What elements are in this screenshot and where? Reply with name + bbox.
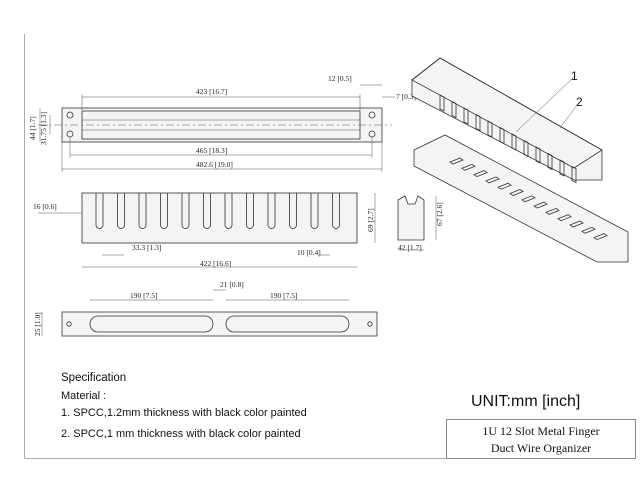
spec-item-1: 1. SPCC,1.2mm thickness with black color… — [61, 407, 307, 419]
iso-slots — [449, 157, 608, 241]
iso-slot — [485, 176, 500, 184]
finger-duct-top — [411, 57, 603, 169]
iso-slot — [533, 201, 548, 209]
dim-front-height: 69 [2.7] — [366, 208, 375, 232]
unit-label: UNIT:mm [inch] — [471, 393, 581, 410]
side-profile — [397, 195, 425, 241]
finger-slots — [95, 193, 340, 229]
finger-slot — [332, 193, 340, 229]
finger-slot — [310, 193, 319, 229]
mount-hole — [367, 321, 373, 327]
iso-slot — [581, 226, 596, 234]
top-view: 423 [16.7] 12 [0.5] 7 [0.3] 44 [1.7] 31.… — [28, 74, 416, 172]
iso-slot — [545, 207, 560, 215]
isometric-part-upper: 1 2 — [411, 57, 603, 184]
cover-view: 190 [7.5] 190 [7.5] 21 [0.8] 25 [1.0] — [33, 280, 378, 337]
dim-front-slot-width: 10 [0.4] — [297, 248, 321, 257]
iso-slot — [461, 163, 476, 171]
dim-front-pitch: 33.3 [1.3] — [132, 243, 161, 252]
iso-finger — [475, 113, 481, 132]
cover-iso — [413, 134, 629, 263]
iso-slot — [557, 214, 572, 222]
spec-title: Specification — [61, 372, 127, 384]
dim-top-hole-offset: 7 [0.3] — [396, 92, 416, 101]
iso-finger — [463, 107, 469, 125]
dim-cover-height: 25 [1.0] — [33, 312, 42, 336]
product-title-line-1: 1U 12 Slot Metal Finger — [482, 424, 600, 438]
iso-finger — [487, 120, 493, 138]
dim-top-total: 482.6 [19.0] — [196, 160, 233, 169]
product-title-line-2: Duct Wire Organizer — [490, 441, 592, 455]
iso-finger — [547, 152, 553, 171]
iso-finger — [499, 126, 505, 145]
front-view-body — [81, 192, 358, 244]
dim-top-hole-spacing: 31.75 [1.3] — [39, 112, 48, 145]
title-block: 1U 12 Slot Metal Finger Duct Wire Organi… — [446, 419, 636, 459]
iso-finger — [451, 100, 457, 119]
leader-line-1 — [515, 75, 576, 133]
iso-finger — [571, 165, 577, 184]
dim-side-height: 67 [2.6] — [435, 202, 444, 226]
mount-hole — [66, 111, 74, 119]
cover-slot-right — [225, 315, 350, 333]
finger-slot — [138, 193, 147, 229]
finger-slot — [95, 193, 104, 229]
dim-top-overall: 423 [16.7] — [196, 87, 227, 96]
callout-1: 1 — [571, 69, 578, 83]
front-view: 16 [0.6] 69 [2.7] 33.3 [1.3] 10 [0.4] 42… — [33, 192, 376, 268]
leader-line-2 — [559, 104, 578, 129]
iso-slot — [569, 220, 584, 228]
iso-finger — [559, 159, 565, 177]
cover-slot-left — [89, 315, 214, 333]
mount-hole — [66, 321, 72, 327]
iso-slot — [521, 195, 536, 203]
dim-side-depth: 42 [1.7] — [398, 243, 422, 252]
finger-slot — [224, 193, 233, 229]
iso-fingers — [439, 94, 577, 184]
side-view: 42 [1.7] 67 [2.6] — [397, 195, 444, 252]
callout-2: 2 — [576, 95, 583, 109]
dim-cover-left: 190 [7.5] — [130, 291, 158, 300]
iso-finger — [439, 94, 445, 112]
dim-top-height: 44 [1.7] — [28, 116, 37, 140]
iso-slot — [497, 182, 512, 190]
iso-slot — [593, 233, 608, 241]
iso-finger — [511, 133, 517, 151]
mount-hole — [368, 111, 376, 119]
iso-finger — [523, 139, 529, 158]
dim-front-width: 422 [16.6] — [200, 259, 231, 268]
iso-slot — [449, 157, 464, 165]
spec-material-label: Material : — [61, 390, 107, 402]
finger-slot — [267, 193, 276, 229]
dim-front-slot-depth: 16 [0.6] — [33, 202, 57, 211]
finger-slot — [203, 193, 211, 229]
iso-finger — [535, 146, 541, 164]
dim-cover-right: 190 [7.5] — [270, 291, 298, 300]
spec-item-2: 2. SPCC,1 mm thickness with black color … — [61, 428, 301, 440]
dim-cover-gap: 21 [0.8] — [220, 280, 244, 289]
isometric-part-lower — [413, 134, 629, 263]
finger-slot — [246, 193, 254, 229]
finger-slot — [117, 193, 125, 229]
dim-top-ear: 12 [0.5] — [328, 74, 352, 83]
dim-top-mount-span: 465 [18.3] — [196, 146, 227, 155]
finger-slot — [289, 193, 297, 229]
finger-slot — [181, 193, 190, 229]
finger-slot — [160, 193, 168, 229]
iso-slot — [473, 170, 488, 178]
iso-slot — [509, 189, 524, 196]
